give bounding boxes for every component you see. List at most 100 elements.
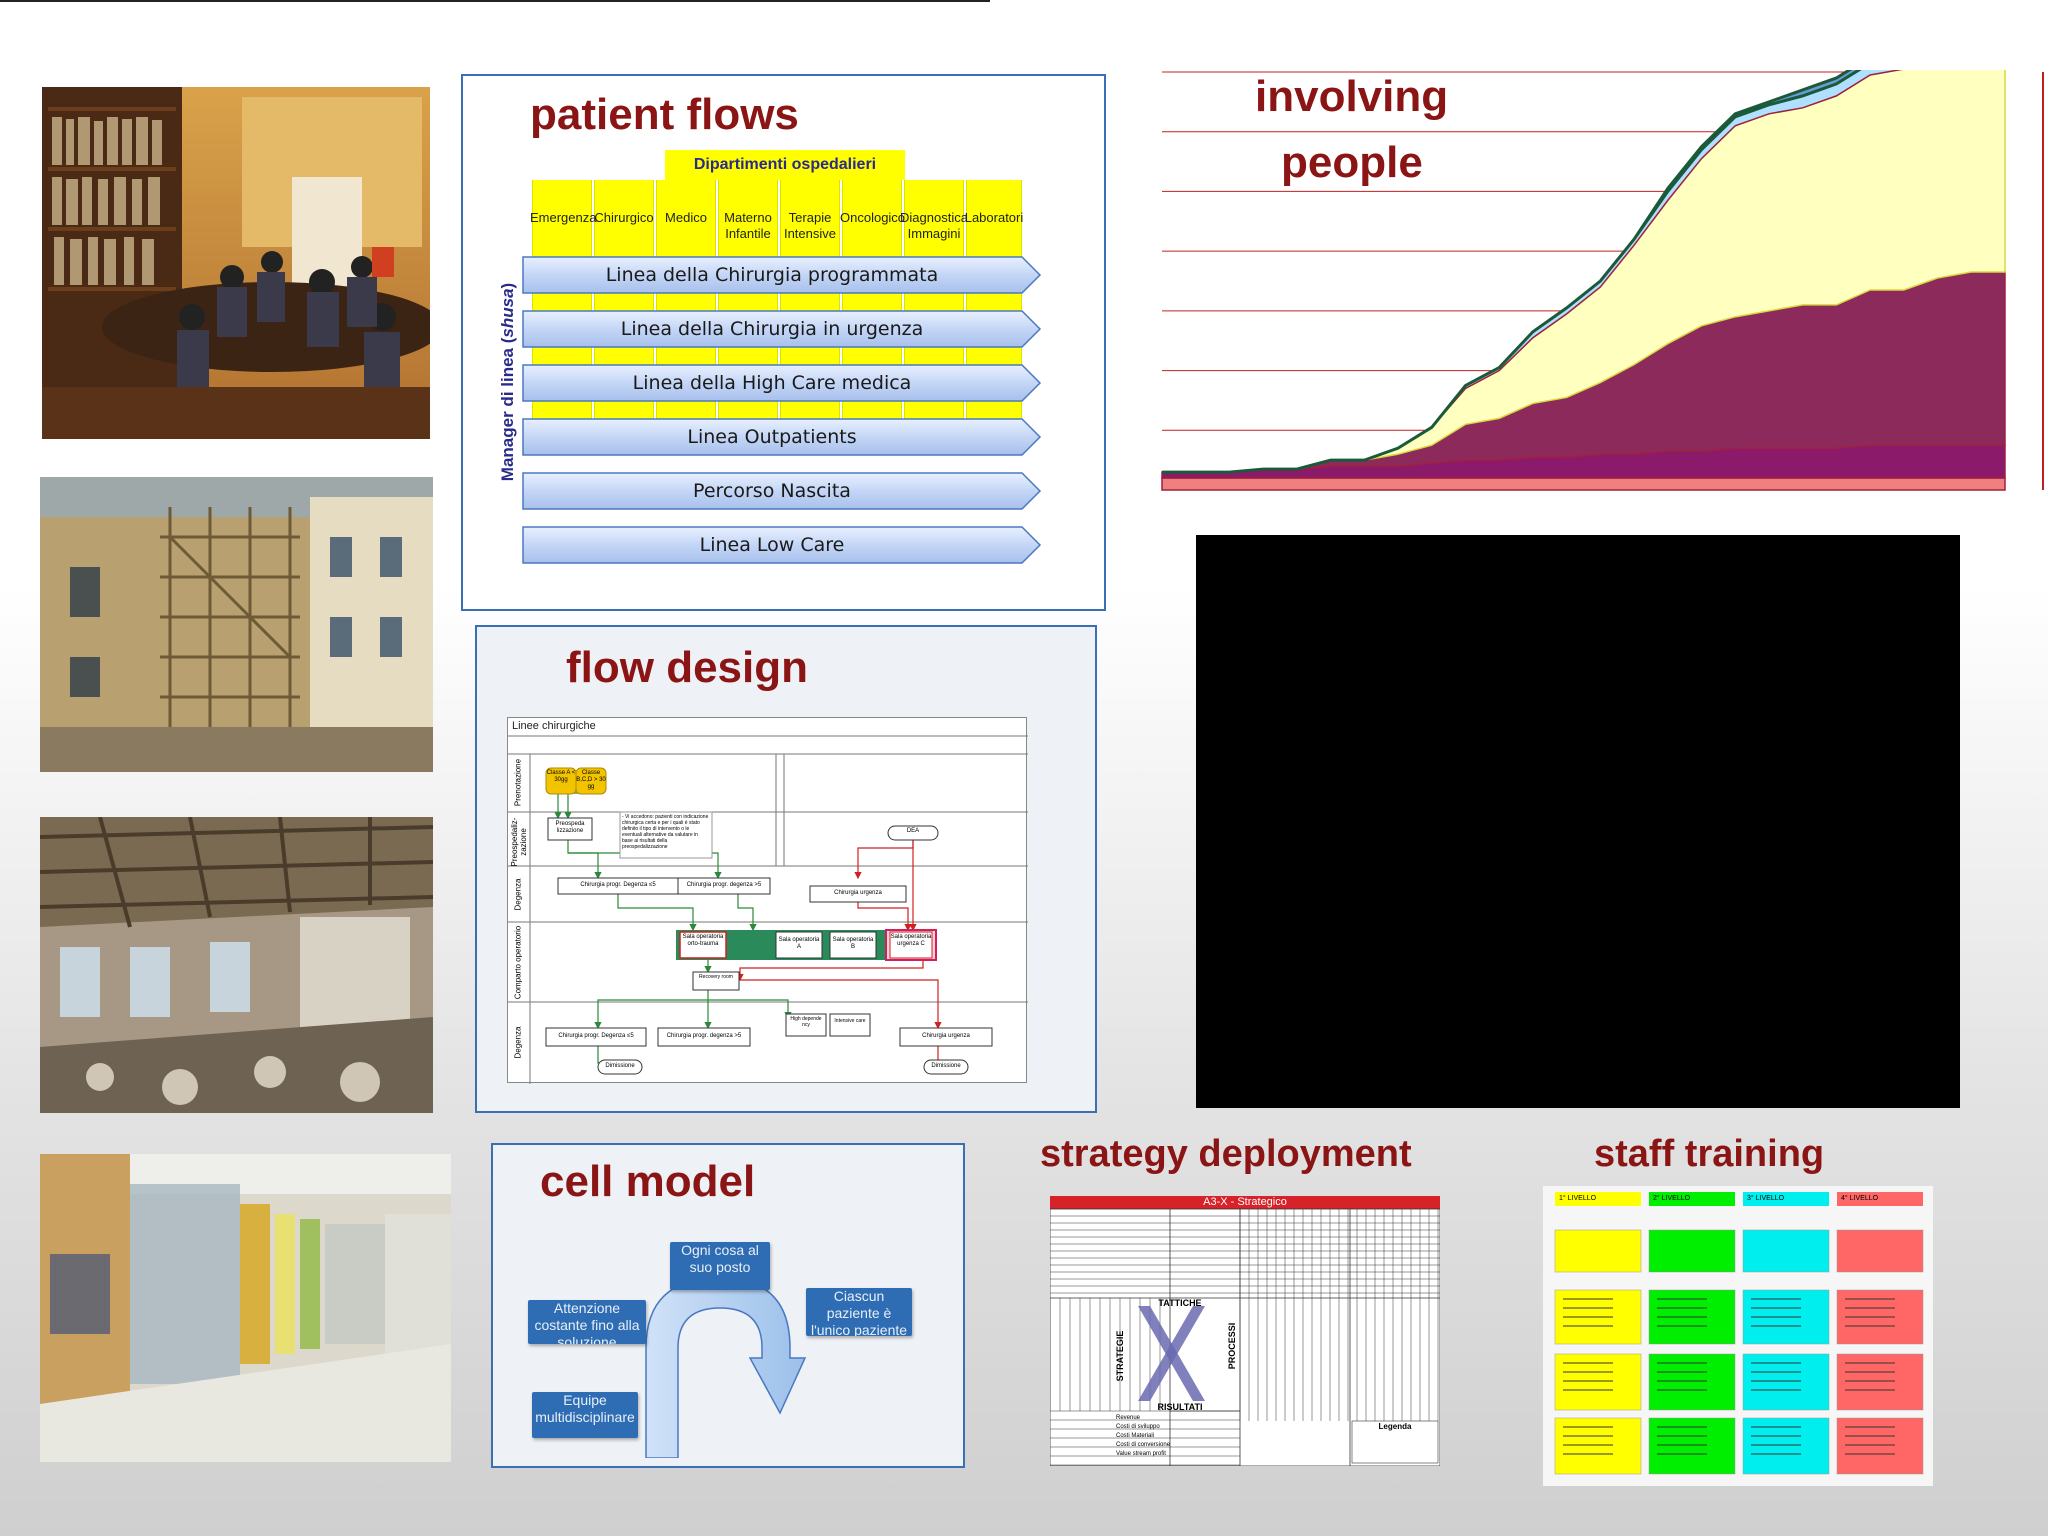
demolished-interior-photo: [40, 817, 433, 1113]
node-class-bcd: Classe B,C,D > 30 gg: [576, 770, 606, 790]
dept-label: Laboratori: [964, 210, 1024, 225]
training-text-line: [1751, 1389, 1801, 1391]
node-sala-c: Sala operatoria urgenza C: [890, 934, 932, 947]
training-text-line: [1563, 1380, 1613, 1382]
scaffolding-building-photo: [40, 477, 433, 772]
line-label: Percorso Nascita: [693, 480, 851, 502]
a3-result-item: Costi di conversione: [1116, 1442, 1171, 1448]
training-text-line: [1657, 1426, 1707, 1428]
line-arrow-outpatients: Linea Outpatients: [522, 418, 1042, 456]
training-text-line: [1845, 1362, 1895, 1364]
side-label-prefix: Manager di linea (: [498, 337, 517, 482]
training-cell: [1742, 1229, 1830, 1273]
line-label: Linea della High Care medica: [632, 372, 912, 394]
side-label-suffix: ): [498, 282, 517, 289]
flow-diagram: Linee chirurgiche: [507, 717, 1028, 1084]
training-text-line: [1751, 1362, 1801, 1364]
training-text-line: [1751, 1426, 1801, 1428]
dept-label: Chirurgico: [594, 210, 654, 225]
flow-design-title: flow design: [566, 643, 808, 692]
training-level-1-header: 1° LIVELLO: [1555, 1192, 1641, 1206]
training-cell: [1836, 1229, 1924, 1273]
a3-strategy-sheet: A3-X - Strategico TATTICHE RISULTATI STR…: [1050, 1196, 1440, 1466]
training-text-line: [1845, 1380, 1895, 1382]
training-text-line: [1845, 1307, 1895, 1309]
training-text-line: [1845, 1426, 1895, 1428]
a3-risultati-label: RISULTATI: [1157, 1402, 1203, 1412]
lane-label: Degenza: [513, 1026, 523, 1059]
a3-strategie-label: STRATEGIE: [1115, 1330, 1125, 1382]
training-text-line: [1845, 1298, 1895, 1300]
staff-training-table: 1° LIVELLO 2° LIVELLO 3° LIVELLO 4° LIVE…: [1543, 1186, 1933, 1486]
training-text-line: [1657, 1444, 1707, 1446]
cell-box-ciascun-paziente: Ciascun paziente è l'unico paziente: [806, 1288, 912, 1336]
training-text-line: [1563, 1307, 1613, 1309]
training-level-2-header: 2° LIVELLO: [1649, 1192, 1735, 1206]
a3-result-item: Revenue: [1116, 1415, 1141, 1421]
node-dim1: Dimissione: [605, 1063, 635, 1069]
training-text-line: [1751, 1307, 1801, 1309]
a3-result-item: Value stream profit: [1116, 1451, 1166, 1457]
training-text-line: [1563, 1435, 1613, 1437]
a3-result-item: Costi Materiali: [1116, 1433, 1155, 1439]
node-note: - Vi accedono: pazienti con indicazione …: [622, 814, 709, 850]
staff-training-title: staff training: [1594, 1133, 1825, 1175]
training-text-line: [1563, 1298, 1613, 1300]
training-text-line: [1751, 1325, 1801, 1327]
chart-area-series-0: [1161, 477, 2006, 491]
training-text-line: [1751, 1435, 1801, 1437]
training-text-line: [1657, 1316, 1707, 1318]
training-text-line: [1751, 1453, 1801, 1455]
dept-label: Terapie Intensive: [783, 210, 837, 241]
cell-box-attenzione: Attenzione costante fino alla soluzione: [528, 1300, 646, 1344]
training-grid: [1554, 1229, 1924, 1475]
node-dim2: Dimissione: [931, 1063, 961, 1069]
node-urg2: Chirurgia urgenza: [922, 1033, 970, 1039]
side-label-em: shusa: [498, 288, 517, 338]
node-sala-a: Sala operatoria A: [778, 937, 820, 950]
node-deg2-gt5: Chirurgia progr. degenza >5: [666, 1033, 742, 1039]
training-text-line: [1845, 1389, 1895, 1391]
line-arrow-chirurgia-urgenza: Linea della Chirurgia in urgenza: [522, 310, 1042, 348]
line-label: Linea Outpatients: [687, 426, 857, 448]
node-preospeda: Preospeda lizzazione: [555, 821, 585, 834]
departments-header: Dipartimenti ospedalieri: [665, 150, 905, 180]
training-text-line: [1657, 1325, 1707, 1327]
patient-flows-title: patient flows: [530, 90, 799, 139]
video-placeholder[interactable]: [1196, 535, 1960, 1108]
training-text-line: [1563, 1325, 1613, 1327]
training-text-line: [1845, 1435, 1895, 1437]
training-text-line: [1845, 1371, 1895, 1373]
meeting-room-photo: [42, 87, 430, 439]
training-text-line: [1751, 1371, 1801, 1373]
node-recovery: Recovery room: [699, 974, 733, 980]
training-text-line: [1845, 1453, 1895, 1455]
line-arrow-high-care: Linea della High Care medica: [522, 364, 1042, 402]
node-class-a: Classe A < 30gg: [546, 770, 576, 783]
involving-chart: [1150, 13, 2045, 500]
training-text-line: [1563, 1316, 1613, 1318]
training-level-3-header: 3° LIVELLO: [1743, 1192, 1829, 1206]
line-label: Linea della Chirurgia programmata: [605, 264, 939, 286]
line-arrow-chirurgia-programmata: Linea della Chirurgia programmata: [522, 256, 1042, 294]
cell-box-equipe: Equipe multidisciplinare: [532, 1392, 638, 1438]
node-deg2-le5: Chirurgia progr. Degenza ≤5: [558, 1033, 634, 1039]
training-cell: [1554, 1229, 1642, 1273]
training-text-line: [1657, 1362, 1707, 1364]
training-text-line: [1563, 1371, 1613, 1373]
training-text-line: [1657, 1371, 1707, 1373]
a3-tattiche-label: TATTICHE: [1158, 1298, 1202, 1308]
lane-label: Comparto operatorio: [513, 925, 523, 1000]
node-dea: DEA: [906, 828, 920, 834]
strategy-deployment-title: strategy deployment: [1040, 1133, 1412, 1175]
node-high-dep: High depende ncy: [790, 1016, 822, 1028]
a3-legenda-label: Legenda: [1378, 1422, 1412, 1431]
dept-label: Materno Infantile: [724, 210, 772, 241]
cell-box-ogni-cosa: Ogni cosa al suo posto: [670, 1242, 770, 1290]
node-sala-b: Sala operatoria B: [832, 937, 874, 950]
lane-label: Prenotazione: [513, 758, 523, 807]
line-arrow-low-care: Linea Low Care: [522, 526, 1042, 564]
involving-title: involving: [1255, 72, 1449, 121]
a3-title-bar: A3-X - Strategico: [1050, 1196, 1440, 1209]
training-text-line: [1751, 1444, 1801, 1446]
